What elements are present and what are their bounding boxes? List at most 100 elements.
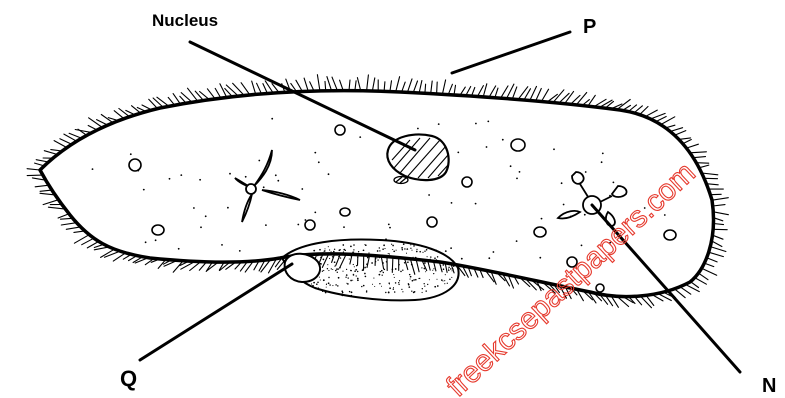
- stipple-dot: [414, 291, 416, 293]
- granule: [613, 182, 615, 184]
- stipple-dot: [391, 244, 392, 245]
- cilium: [252, 81, 256, 94]
- stipple-dot: [368, 252, 369, 253]
- granule: [227, 207, 229, 209]
- granule: [271, 118, 273, 120]
- stipple-dot: [453, 265, 454, 266]
- stipple-dot: [332, 269, 333, 270]
- stipple-dot: [451, 277, 452, 278]
- cilium: [407, 79, 412, 93]
- stipple-dot: [335, 284, 337, 286]
- stipple-dot: [446, 262, 447, 263]
- cilium: [173, 261, 183, 272]
- stipple-dot: [437, 285, 439, 287]
- stipple-dot: [318, 253, 319, 254]
- stipple-dot: [399, 280, 400, 281]
- stipple-dot: [357, 279, 359, 281]
- cilium: [327, 77, 332, 91]
- stipple-dot: [337, 272, 338, 273]
- granule: [539, 257, 541, 259]
- granule: [385, 238, 387, 240]
- cilium: [317, 75, 320, 91]
- stipple-dot: [357, 271, 358, 272]
- granule: [488, 257, 490, 259]
- stipple-dot: [419, 251, 421, 253]
- label-nucleus: Nucleus: [152, 11, 218, 30]
- stipple-dot: [332, 285, 333, 286]
- cilium: [419, 81, 422, 94]
- granule: [563, 204, 565, 206]
- stipple-dot: [436, 250, 437, 251]
- stipple-dot: [328, 270, 329, 271]
- cilium: [340, 254, 347, 268]
- granule: [265, 224, 267, 226]
- stipple-dot: [424, 285, 425, 286]
- stipple-dot: [384, 248, 385, 249]
- stipple-dot: [441, 279, 443, 281]
- stipple-dot: [353, 274, 355, 276]
- stipple-dot: [364, 267, 366, 269]
- stipple-dot: [338, 277, 340, 279]
- stipple-dot: [346, 269, 347, 270]
- cilium: [304, 78, 308, 91]
- label-p: P: [583, 16, 596, 38]
- stipple-dot: [331, 251, 332, 252]
- stipple-dot: [402, 249, 403, 250]
- cilium: [66, 227, 80, 229]
- stipple-dot: [440, 265, 441, 266]
- stipple-dot: [354, 270, 356, 272]
- stipple-dot: [411, 264, 413, 266]
- stipple-dot: [407, 261, 409, 263]
- stipple-dot: [380, 271, 381, 272]
- cilium: [27, 175, 43, 176]
- stipple-dot: [322, 291, 324, 293]
- stipple-dot: [427, 247, 428, 248]
- stipple-dot: [363, 249, 365, 251]
- stipple-dot: [374, 286, 375, 287]
- stipple-dot: [338, 256, 339, 257]
- cilium: [512, 87, 517, 99]
- stipple-dot: [449, 278, 451, 280]
- cilium: [675, 289, 686, 298]
- cilium: [437, 82, 438, 94]
- cilium: [617, 100, 630, 110]
- stipple-dot: [453, 269, 454, 270]
- cilium: [685, 284, 699, 291]
- granule: [229, 173, 231, 175]
- stipple-dot: [400, 271, 402, 273]
- granule: [328, 173, 330, 175]
- stipple-dot: [383, 256, 384, 257]
- stipple-dot: [415, 257, 417, 259]
- stipple-dot: [320, 279, 321, 280]
- stipple-dot: [389, 253, 390, 254]
- stipple-dot: [445, 274, 446, 275]
- stipple-dot: [437, 256, 438, 257]
- stipple-dot: [326, 287, 327, 288]
- stipple-dot: [339, 267, 341, 269]
- stipple-dot: [357, 257, 358, 258]
- stipple-dot: [337, 285, 339, 287]
- granule: [178, 248, 180, 250]
- stipple-dot: [343, 251, 344, 252]
- cilium: [518, 87, 528, 100]
- cilium: [702, 268, 717, 275]
- stipple-dot: [358, 251, 359, 252]
- stipple-dot: [365, 244, 367, 246]
- stipple-dot: [340, 257, 341, 258]
- stipple-dot: [411, 250, 412, 251]
- stipple-dot: [379, 247, 380, 248]
- stipple-dot: [341, 295, 342, 296]
- granule: [143, 189, 145, 191]
- stipple-dot: [427, 256, 428, 257]
- stipple-dot: [410, 276, 412, 278]
- stipple-dot: [450, 268, 452, 270]
- granule: [516, 240, 518, 242]
- stipple-dot: [364, 273, 366, 275]
- cilium: [536, 89, 542, 102]
- granule: [145, 241, 147, 243]
- cilium: [82, 238, 94, 245]
- stipple-dot: [384, 269, 386, 271]
- stipple-dot: [394, 277, 395, 278]
- stipple-dot: [436, 279, 437, 280]
- stipple-dot: [402, 291, 403, 292]
